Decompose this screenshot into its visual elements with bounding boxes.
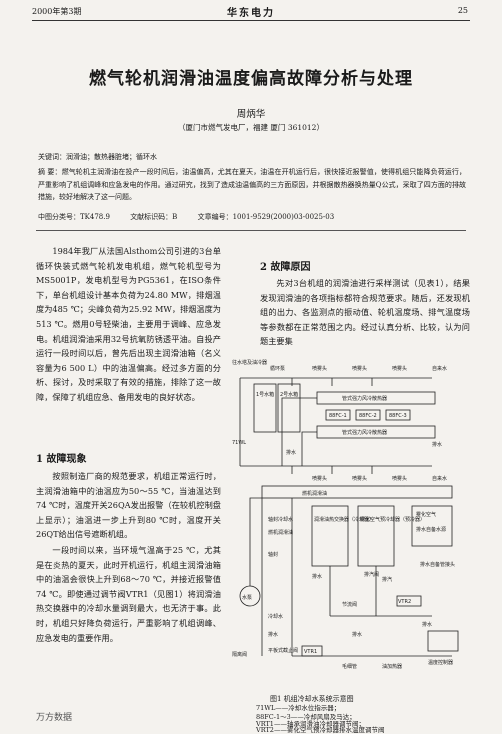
svg-text:71WL: 71WL — [232, 440, 246, 446]
svg-text:冷却水: 冷却水 — [268, 613, 283, 620]
svg-text:雾化空气: 雾化空气 — [416, 511, 436, 518]
issue-label: 2000年第3期 — [32, 7, 82, 16]
svg-text:排水: 排水 — [422, 621, 432, 628]
svg-text:节流阀: 节流阀 — [342, 601, 357, 608]
section-heading-1: 1 故障现象 — [36, 454, 87, 465]
svg-text:自来水: 自来水 — [432, 365, 447, 372]
section-rule — [36, 230, 466, 231]
svg-text:排水: 排水 — [268, 631, 278, 638]
svg-text:VTR2: VTR2 — [398, 599, 411, 605]
page-number: 25 — [457, 6, 468, 15]
legend-item: VRT1——轴承润滑油冷却器调节阀； — [256, 720, 365, 728]
svg-text:油加热器: 油加热器 — [382, 663, 402, 670]
header-rule — [32, 20, 470, 21]
diagram-labels: 往水塔及油冷器 循环泵 喷雾头 喷雾头 喷雾头 自来水 管式强力风冷散热器 88… — [232, 359, 455, 670]
left-column: 1984年我厂从法国Alsthom公司引进的3台单循环快装式燃气轮机发电机组，燃… — [36, 244, 221, 405]
svg-text:VTR1: VTR1 — [304, 649, 317, 655]
svg-text:平板式截止阀: 平板式截止阀 — [268, 647, 298, 654]
abstract: 摘 要：燃气轮机主润滑油在投产一段时间后，油温偏高，尤其在夏天，油温在开机运行后… — [38, 168, 466, 201]
svg-text:水泵: 水泵 — [242, 594, 252, 601]
precooler-box — [357, 505, 395, 567]
keywords: 关键词：润滑油；散热器脏堵；循环水 — [38, 153, 157, 161]
vtr1-valve — [301, 645, 323, 657]
clc-number: 中图分类号：TK478.9 — [38, 213, 110, 221]
oil-cooler-box — [311, 505, 349, 567]
svg-text:88FC-1: 88FC-1 — [329, 413, 347, 419]
svg-text:循环泵: 循环泵 — [270, 365, 285, 372]
oil-line — [261, 485, 453, 499]
svg-text:管式强力风冷散热器: 管式强力风冷散热器 — [342, 429, 387, 436]
svg-text:排水自备水源: 排水自备水源 — [416, 526, 446, 533]
figure-legend-2: VRT1——轴承润滑油冷却器调节阀； VRT2——雾化空气预冷却器排水温度调节阀 — [256, 720, 476, 734]
legend-item: 71WL——冷却水位指示器； — [256, 704, 341, 712]
svg-text:往水塔及油冷器: 往水塔及油冷器 — [232, 359, 267, 366]
svg-text:喷雾头: 喷雾头 — [312, 475, 327, 482]
fan-3 — [385, 409, 411, 421]
svg-text:轴封冷却水: 轴封冷却水 — [268, 516, 293, 523]
svg-text:喷雾头: 喷雾头 — [352, 475, 367, 482]
left-column-body: 按照制造厂商的规范要求，机组正常运行时，主润滑油箱中的油温应为50～55 ℃，当… — [36, 469, 221, 645]
watermark: 万方数据 — [36, 713, 73, 723]
classification-line: 中图分类号：TK478.9 文献标识码：B 文章编号：1001-9529(200… — [38, 212, 468, 222]
article-number: 文章编号：1001-9529(2000)03-0025-03 — [197, 213, 335, 221]
svg-text:燃机润滑油: 燃机润滑油 — [268, 529, 293, 536]
paragraph-2: 一段时间以来，当环境气温高于25 ℃，尤其是在炎热的夏天，此时开机运行，机组主润… — [36, 544, 221, 643]
figure-caption: 图1 机组冷却水系统示意图 — [270, 695, 354, 703]
legend-item: VRT2——雾化空气预冷却器排水温度调节阀 — [256, 725, 385, 734]
svg-text:1号水箱: 1号水箱 — [256, 391, 274, 398]
svg-text:燃机润滑油: 燃机润滑油 — [302, 490, 327, 497]
right-paragraph-1: 先对3台机组的润滑油进行采样测试（见表1），结果发现润滑油的各项指标都符合规范要… — [260, 278, 470, 347]
document-code: 文献标识码：B — [130, 213, 178, 221]
svg-text:排汽: 排汽 — [382, 576, 392, 583]
svg-text:轴封: 轴封 — [268, 551, 278, 558]
svg-text:喷雾头: 喷雾头 — [392, 475, 407, 482]
section-heading-2: 2 故障原因 — [260, 262, 311, 273]
paragraph-1: 按照制造厂商的规范要求，机组正常运行时，主润滑油箱中的油温应为50～55 ℃，当… — [36, 471, 221, 540]
cooling-system-diagram: 往水塔及油冷器 循环泵 喷雾头 喷雾头 喷雾头 自来水 管式强力风冷散热器 88… — [232, 359, 459, 670]
paper-title: 燃气轮机润滑油温度偏高故障分析与处理 — [89, 69, 413, 89]
svg-text:排汽阀: 排汽阀 — [364, 571, 379, 578]
svg-text:毛细管: 毛细管 — [342, 663, 357, 670]
temp-controller — [427, 630, 459, 652]
svg-text:88FC-2: 88FC-2 — [359, 413, 377, 419]
svg-text:喷雾头: 喷雾头 — [392, 365, 407, 372]
svg-text:排水: 排水 — [286, 449, 296, 456]
affiliation: （厦门市燃气发电厂，福建 厦门 361012） — [178, 123, 324, 132]
svg-text:自来水: 自来水 — [432, 475, 447, 482]
atomizing-air-box — [411, 505, 453, 547]
figure-legend: 71WL——冷却水位指示器； 88FC-1～3——冷却风扇及马达； — [256, 704, 476, 722]
svg-text:润滑油热交换器（冷却器）: 润滑油热交换器（冷却器） — [314, 516, 374, 523]
svg-text:排水: 排水 — [352, 631, 362, 638]
fan-1 — [325, 409, 351, 421]
svg-text:雾化空气预冷却器（预冷器）: 雾化空气预冷却器（预冷器） — [360, 516, 425, 523]
legend-item: 88FC-1～3——冷却风扇及马达； — [256, 713, 356, 721]
svg-text:2号水箱: 2号水箱 — [280, 391, 298, 398]
svg-text:管式强力风冷散热器: 管式强力风冷散热器 — [342, 395, 387, 402]
journal-name: 华东电力 — [227, 8, 275, 19]
svg-text:排水: 排水 — [312, 573, 322, 580]
svg-text:排水自备管接头: 排水自备管接头 — [420, 561, 455, 568]
intro-paragraph: 1984年我厂从法国Alsthom公司引进的3台单循环快装式燃气轮机发电机组，燃… — [36, 246, 221, 402]
running-header: 2000年第3期 华东电力 25 — [0, 0, 502, 22]
svg-text:温度控制器: 温度控制器 — [428, 659, 453, 666]
water-tank-1 — [253, 383, 277, 433]
water-tank-2 — [277, 383, 301, 433]
svg-text:喷雾头: 喷雾头 — [312, 365, 327, 372]
svg-text:排水: 排水 — [432, 441, 442, 448]
fan-2 — [355, 409, 381, 421]
svg-text:88FC-3: 88FC-3 — [389, 413, 407, 419]
svg-text:隔离阀: 隔离阀 — [232, 651, 247, 658]
vtr2-valve — [396, 595, 422, 607]
svg-text:喷雾头: 喷雾头 — [352, 365, 367, 372]
author-name: 周炳华 — [236, 109, 266, 120]
